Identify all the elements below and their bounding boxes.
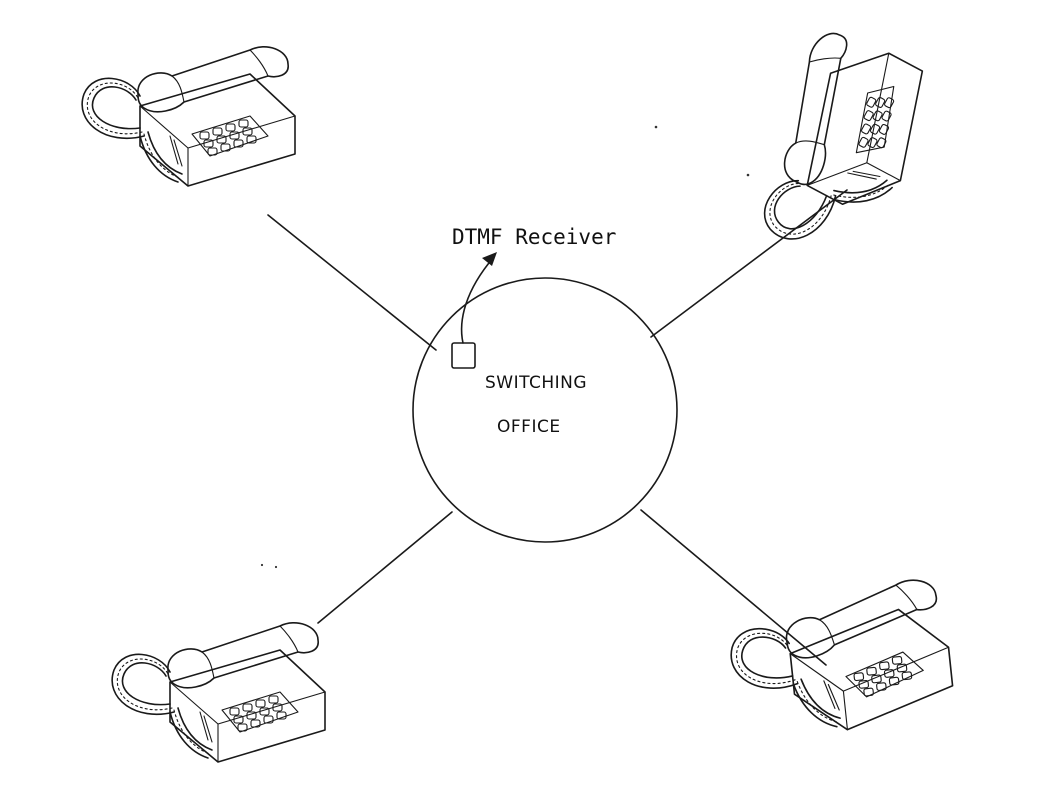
link-bottom-right (640, 509, 827, 666)
speck (654, 125, 658, 129)
switching-office-node (412, 277, 678, 543)
link-top-left (267, 214, 437, 351)
speck (260, 563, 264, 567)
office-label: OFFICE (497, 417, 561, 437)
telephone-top-right (726, 19, 952, 275)
telephone-bottom-right (724, 576, 957, 742)
dtmf-receiver-label: DTMF Receiver (452, 225, 616, 249)
speck (746, 173, 750, 177)
dtmf-arrowhead (482, 252, 497, 266)
telephone-top-left (81, 46, 296, 187)
telephone-bottom-left (111, 622, 326, 763)
dtmf-receiver-box (451, 342, 476, 369)
speck (274, 565, 278, 569)
link-bottom-left (317, 511, 453, 624)
dtmf-arrow (460, 257, 494, 344)
switching-label: SWITCHING (485, 373, 587, 393)
link-top-right (650, 189, 848, 338)
